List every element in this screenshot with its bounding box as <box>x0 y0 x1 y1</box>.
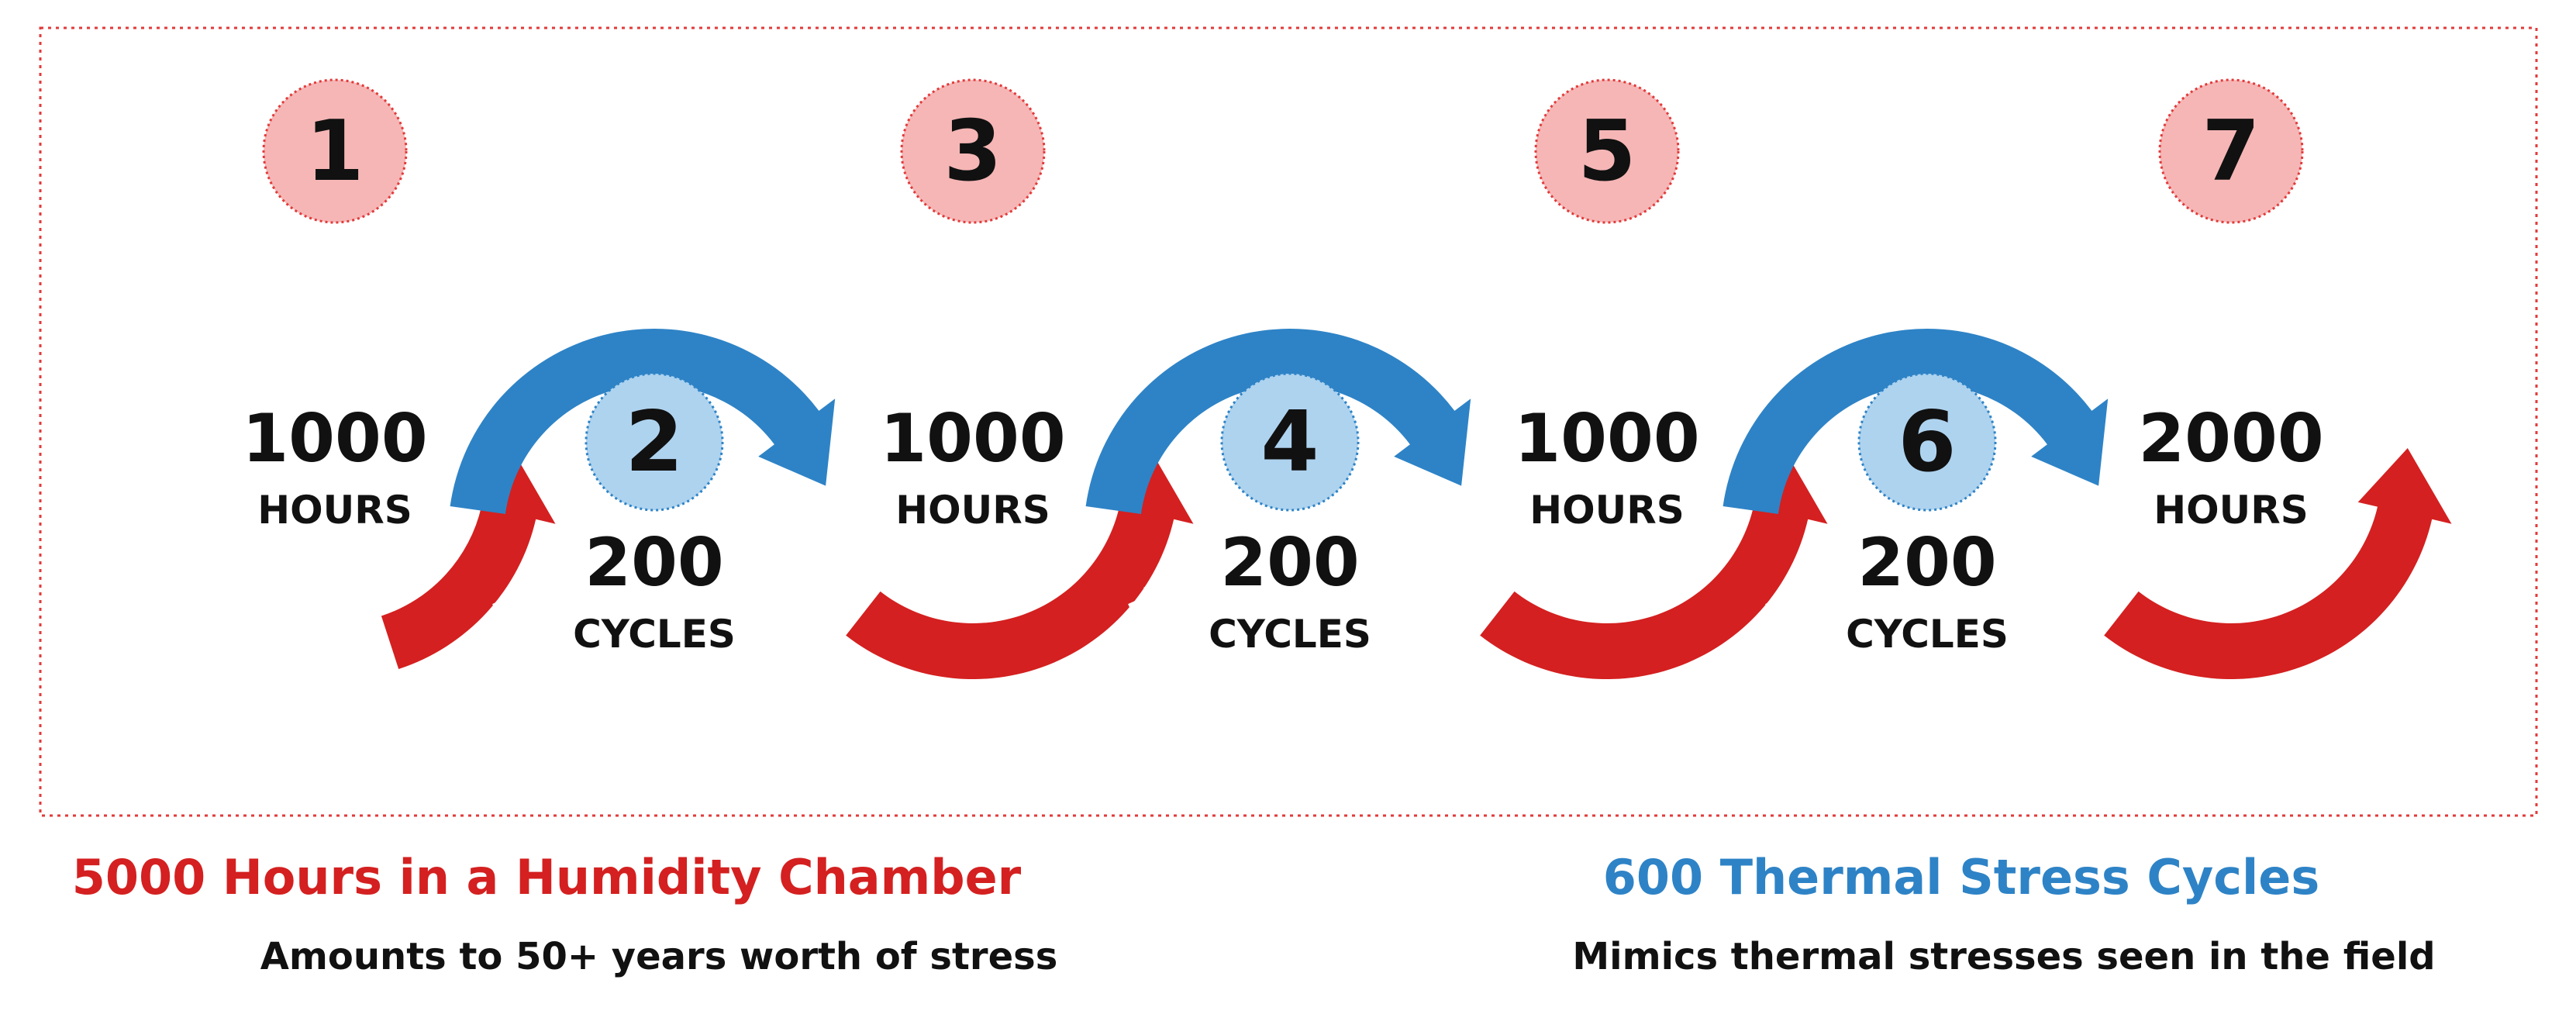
left-summary-title: 5000 Hours in a Humidity Chamber <box>72 849 1022 906</box>
damp-heat-arrow <box>381 448 556 669</box>
damp-heat-arrow <box>846 448 1194 680</box>
step-number: 1 <box>305 103 364 200</box>
damp-heat-label: DAMP HEAT <box>199 285 471 378</box>
step-number-circle <box>585 372 724 512</box>
stage-unit: HOURS <box>1529 488 1684 533</box>
stage-value: 1000 <box>880 400 1065 478</box>
step-number-circle <box>262 78 408 224</box>
stage-value: 200 <box>585 524 724 602</box>
stage-unit: CYCLES <box>1209 612 1371 657</box>
stage-value: 1000 <box>242 400 427 478</box>
stage-unit: HOURS <box>895 488 1050 533</box>
step-number: 5 <box>1578 103 1636 200</box>
stage-unit: CYCLES <box>1846 612 2009 657</box>
damp-heat-label: DAMP HEAT <box>1471 285 1743 378</box>
step-number: 2 <box>625 394 683 491</box>
diagram-frame <box>39 26 2538 817</box>
right-summary-title: 600 Thermal Stress Cycles <box>1603 849 2320 906</box>
stage-value: 2000 <box>2138 400 2323 478</box>
stage-unit: HOURS <box>257 488 412 533</box>
step-number: 7 <box>2202 103 2260 200</box>
step-number-circle <box>900 78 1046 224</box>
stage-value: 200 <box>1857 524 1997 602</box>
damp-heat-label: DAMP HEAT <box>2095 285 2367 378</box>
thermal-cycling-arrow <box>1723 329 2109 514</box>
stage-unit: CYCLES <box>573 612 736 657</box>
step-number: 6 <box>1898 394 1956 491</box>
left-summary-subtitle: Amounts to 50+ years worth of stress <box>260 935 1058 978</box>
step-number-circle <box>1220 372 1360 512</box>
step-number: 4 <box>1260 394 1319 491</box>
step-number: 3 <box>943 103 1002 200</box>
damp-heat-arrow <box>2104 448 2452 680</box>
thermal-cycling-arrow <box>450 329 836 514</box>
damp-heat-label: DAMP HEAT <box>837 285 1109 378</box>
step-number-circle <box>1857 372 1997 512</box>
stage-unit: HOURS <box>2154 488 2308 533</box>
damp-heat-arrow <box>1480 448 1828 680</box>
thermal-cycling-arrow <box>1085 329 1471 514</box>
step-number-circle <box>1534 78 1680 224</box>
step-number-circle <box>2158 78 2304 224</box>
stage-value: 1000 <box>1514 400 1699 478</box>
right-summary-subtitle: Mimics thermal stresses seen in the fiel… <box>1572 935 2435 978</box>
stage-value: 200 <box>1220 524 1360 602</box>
